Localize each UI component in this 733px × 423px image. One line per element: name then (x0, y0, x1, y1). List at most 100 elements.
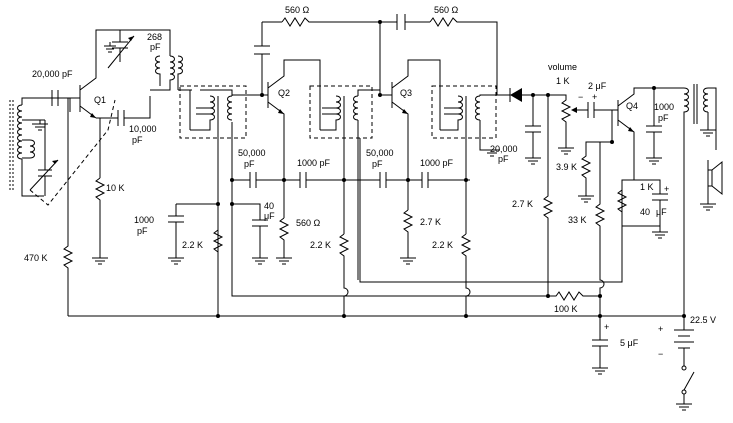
resistor-560-top-left (281, 17, 312, 27)
if-transformer-3-can (431, 85, 497, 139)
label-c-268-unit: pF (150, 42, 161, 52)
label-c-50000-a-unit: pF (244, 159, 255, 169)
capacitor-20000pf-detector (525, 95, 541, 165)
resistor-2.2k-b (338, 233, 350, 316)
resistor-2.7k-detector (542, 95, 554, 296)
oscillator-coil (108, 29, 183, 91)
label-c-20000-detector: 20,000 (490, 144, 518, 154)
junction-dot (546, 294, 550, 298)
output-transformer (683, 84, 717, 316)
label-volume-1k: 1 K (556, 76, 570, 86)
junction-dot (610, 140, 614, 144)
junction-dot (282, 178, 286, 182)
label-r-470k: 470 K (24, 253, 48, 263)
if-transformer-2 (319, 89, 380, 280)
label-c-40uf-b: 40 (640, 207, 650, 217)
capacitor-5uf (592, 316, 608, 375)
junction-dot (652, 86, 656, 90)
label-r-560-top-left: 560 Ω (285, 5, 310, 15)
capacitor-1000pf-bias-left (168, 203, 218, 265)
resistor-560-q2-emitter (276, 217, 292, 265)
label-r-2.7k-detector: 2.7 K (512, 199, 533, 209)
capacitor-20000pf-input (30, 90, 80, 106)
junction-dot (378, 93, 382, 97)
transistor-q1 (79, 40, 97, 119)
detector-diode (498, 88, 560, 102)
q1-wiring (95, 29, 112, 178)
capacitor-1000pf-output (646, 88, 662, 165)
label-r-560-q2: 560 Ω (296, 218, 321, 228)
label-c-50000-b-unit: pF (372, 159, 383, 169)
label-r-1k-q4: 1 K (640, 182, 654, 192)
resistor-2.2k-a (212, 229, 224, 253)
trimmer-capacitor-268pf (104, 30, 135, 69)
capacitor-40uf-a (231, 180, 268, 265)
transistor-q3 (380, 59, 441, 210)
label-r-560-top-right: 560 Ω (434, 5, 459, 15)
label-c-40uf-a: 40 (264, 201, 274, 211)
label-r-2.2k-c: 2.2 K (432, 240, 453, 250)
volume-potentiometer (558, 94, 588, 155)
label-c-1000-out-unit: pF (658, 113, 669, 123)
label-q3: Q3 (400, 88, 412, 98)
label-r-2.2k-b: 2.2 K (310, 240, 331, 250)
resistor-560-top-right (429, 17, 460, 27)
label-r-3.9k: 3.9 K (556, 162, 577, 172)
ground-antenna (32, 120, 48, 131)
label-c-268: 268 (147, 32, 162, 42)
label-c-5uf: 5 μF (620, 338, 639, 348)
label-q4: Q4 (626, 101, 638, 111)
label-c-20000-detector-unit: pF (498, 154, 509, 164)
transistor-q4 (617, 87, 684, 180)
label-r-100k: 100 K (554, 304, 578, 314)
emitter-return-line (359, 138, 623, 283)
bus-lower (231, 204, 548, 297)
gang-tuning-link (29, 99, 116, 206)
junction-dot (260, 93, 264, 97)
capacitor-10000pf (112, 96, 151, 126)
junction-dot (216, 202, 220, 206)
resistor-100k (548, 291, 600, 301)
top-feedback-wires (261, 21, 498, 95)
label-c-10000: 10,000 (129, 124, 157, 134)
input-tuning-capacitor (29, 120, 59, 196)
label-battery-voltage: 22.5 V (690, 315, 716, 325)
label-r-33k: 33 K (568, 215, 587, 225)
label-c-1000-b: 1000 pF (420, 158, 454, 168)
label-r-2.7k-q3: 2.7 K (420, 217, 441, 227)
label-c-1000-out: 1000 (654, 102, 674, 112)
label-plus-40uf: + (664, 184, 669, 194)
label-volume: volume (548, 62, 577, 72)
label-c-40uf-a-unit: μF (264, 211, 275, 221)
resistor-10k (92, 177, 108, 265)
label-minus-volume: − (578, 92, 583, 102)
label-plus-5uf: + (604, 322, 609, 332)
transistor-q2 (232, 59, 321, 218)
junction-dot (464, 314, 468, 318)
resistor-2.2k-c (460, 233, 472, 316)
antenna-coil (9, 97, 71, 197)
if-transformer-1 (189, 89, 233, 316)
resistor-3.9k (578, 110, 613, 203)
resistor-33k (594, 142, 606, 316)
if-transformer-2-can (309, 85, 373, 139)
label-c-40uf-b-unit: μF (656, 207, 667, 217)
label-c-10000-unit: pF (132, 135, 143, 145)
label-c-50000-a: 50,000 (238, 148, 266, 158)
junction-dot (378, 20, 382, 24)
capacitor-top-feedback (396, 14, 406, 30)
speaker (700, 160, 723, 211)
label-q1: Q1 (94, 95, 106, 105)
resistor-470k (62, 98, 74, 316)
label-c-50000-b: 50,000 (366, 148, 394, 158)
agc-line (232, 172, 470, 188)
capacitor-q2-collector-feedback (254, 45, 270, 55)
label-plus-battery: + (658, 324, 663, 334)
label-r-10k: 10 K (106, 183, 125, 193)
junction-dot (598, 294, 602, 298)
capacitor-2uf (587, 102, 618, 118)
label-c-20000-input: 20,000 pF (32, 69, 73, 79)
battery-22.5v (674, 316, 694, 366)
